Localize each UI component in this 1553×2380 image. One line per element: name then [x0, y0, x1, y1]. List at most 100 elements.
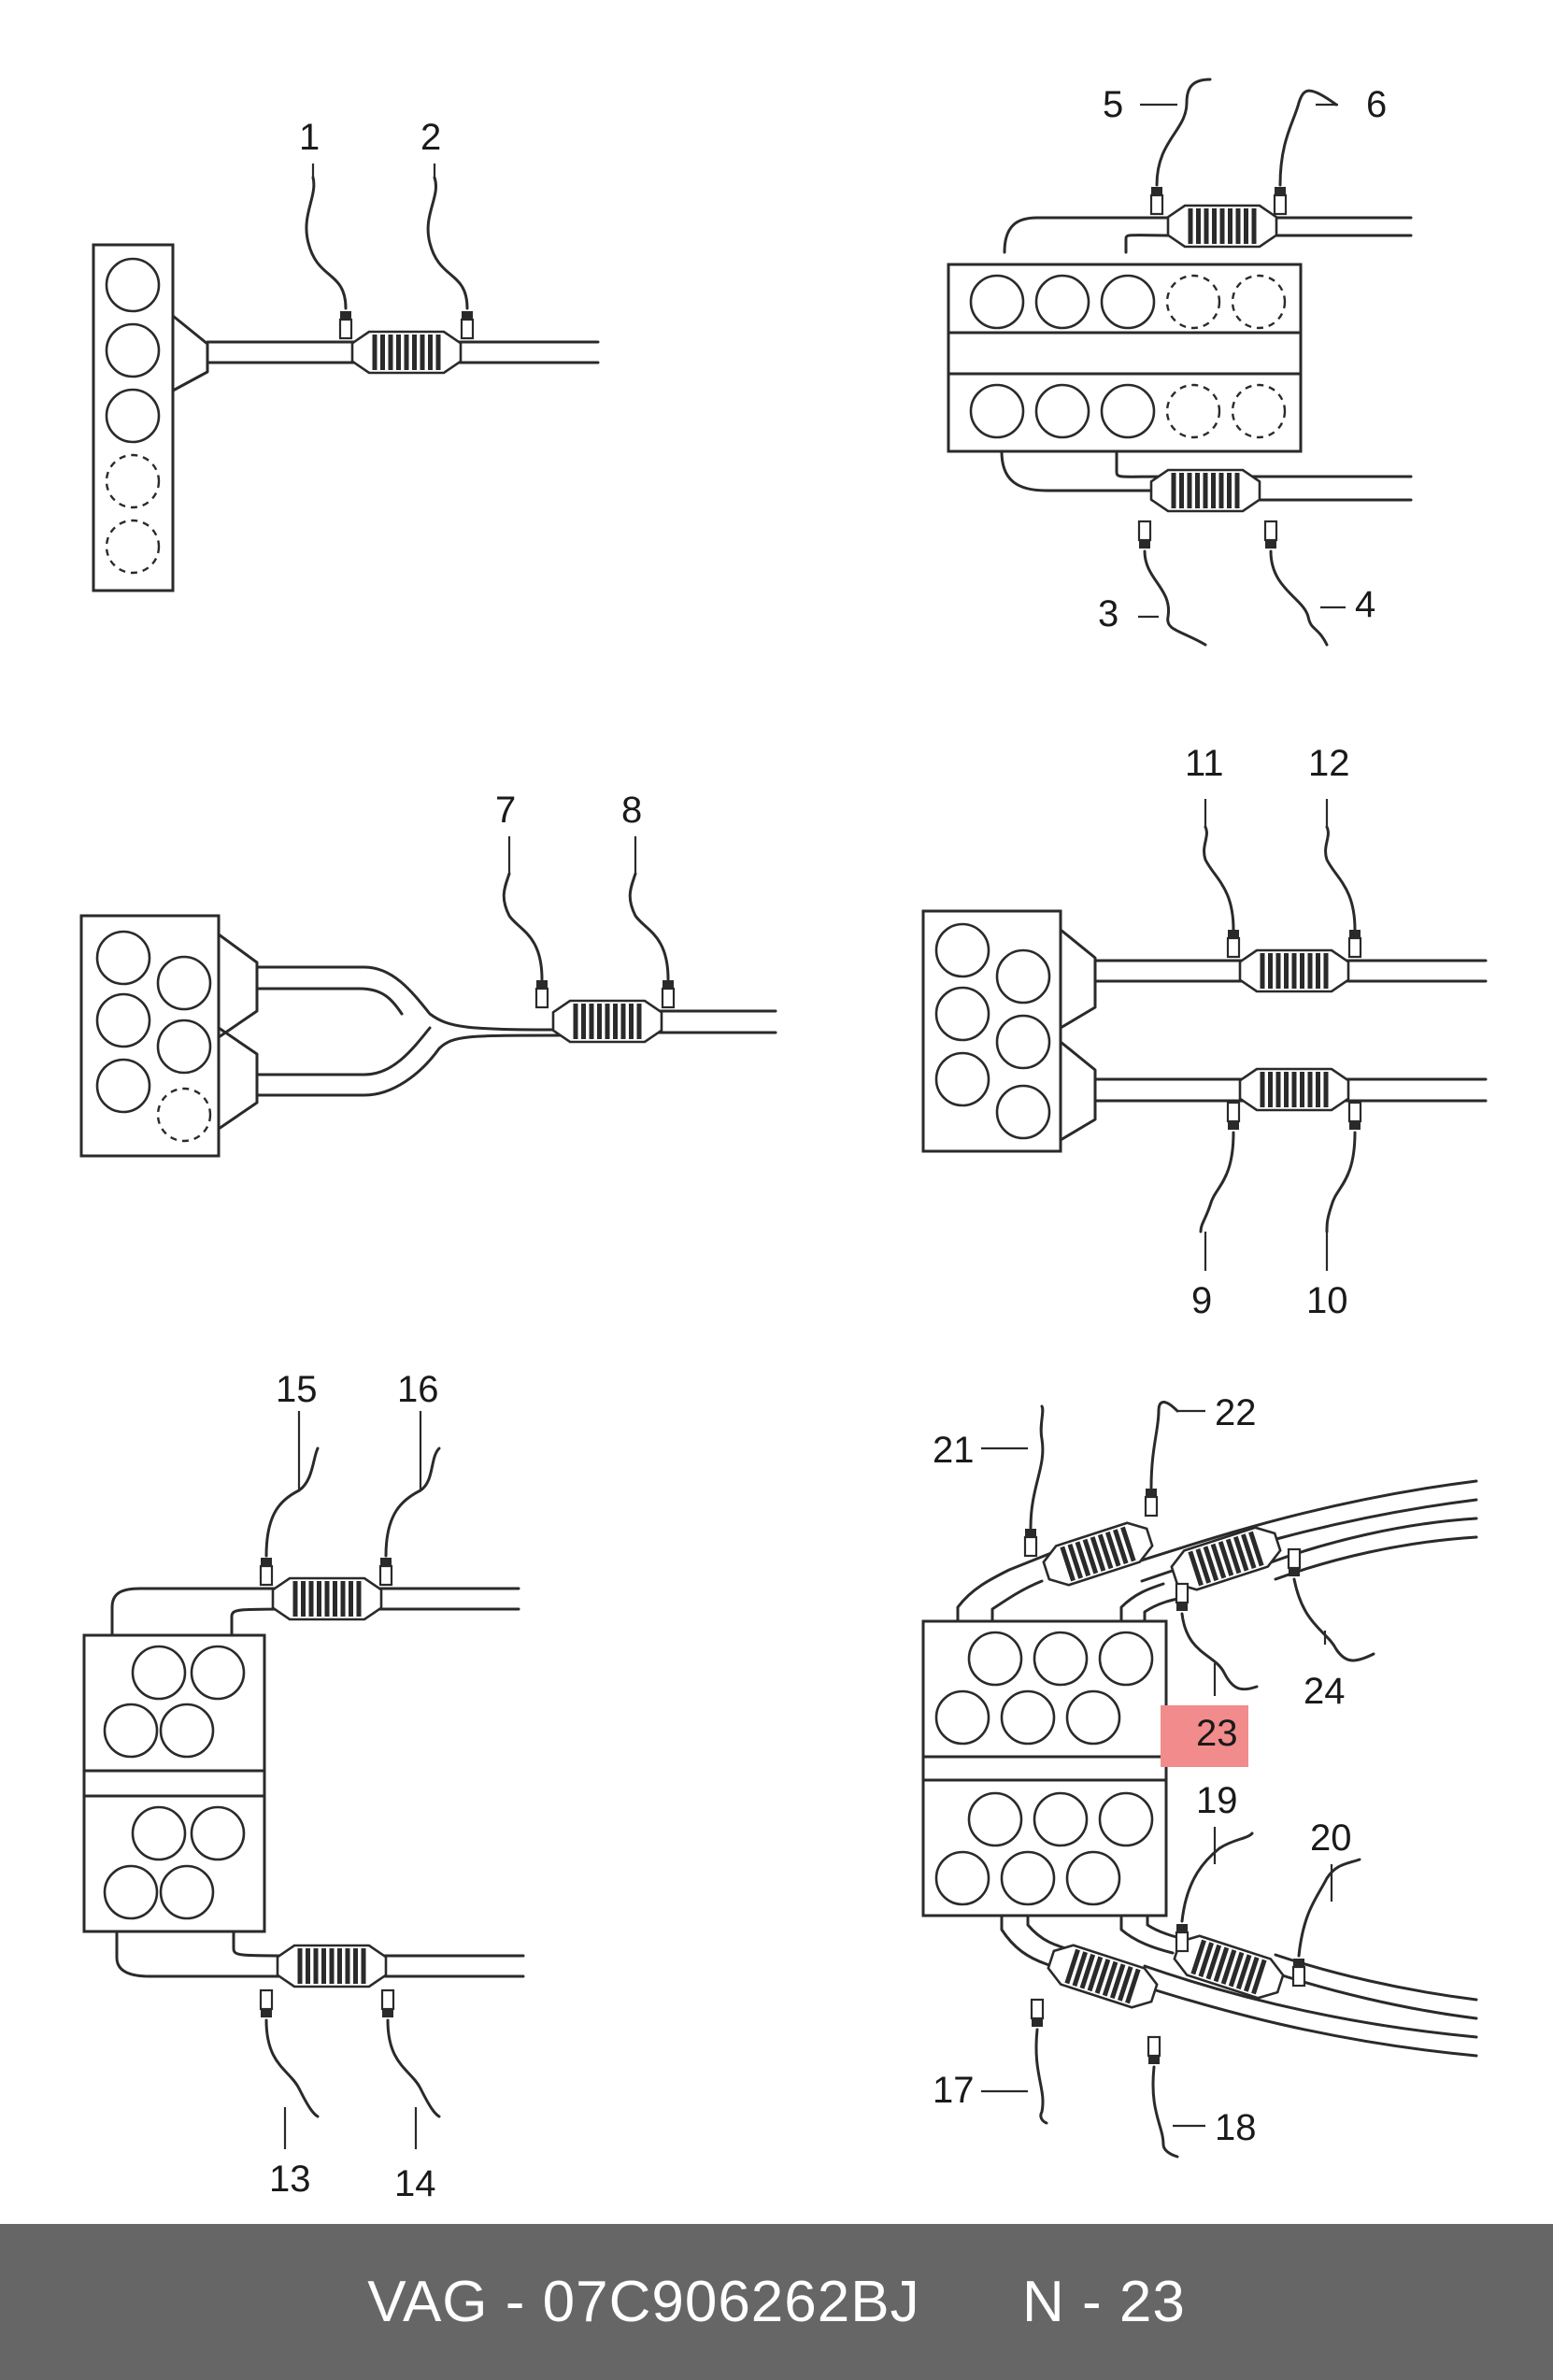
- cylinder-unused: [1165, 383, 1221, 439]
- cylinder: [1100, 274, 1156, 330]
- callout-label: 22: [1215, 1392, 1257, 1433]
- cylinder: [969, 274, 1025, 330]
- exhaust-pipe: [1093, 1077, 1488, 1103]
- cylinder: [1034, 383, 1090, 439]
- sensor-wire: [1143, 549, 1207, 647]
- sensor-wire: [1180, 1831, 1254, 1923]
- cylinder: [159, 1703, 215, 1759]
- cylinder: [131, 1805, 187, 1861]
- exhaust-pipe: [643, 1009, 777, 1034]
- callout-label: 19: [1196, 1780, 1238, 1821]
- sensor-wire: [1324, 825, 1357, 932]
- panel-5: 15 16 13 14: [82, 1369, 525, 2204]
- exhaust-pipe: [956, 1549, 1058, 1623]
- sensor-wire: [1180, 1612, 1259, 1691]
- cylinder: [934, 1850, 990, 1906]
- cylinder: [1034, 274, 1090, 330]
- reference-number: N - 23: [1021, 2270, 1186, 2334]
- part-number: VAG - 07C906262BJ: [367, 2270, 920, 2334]
- callout-label: 4: [1355, 584, 1375, 625]
- callout-label: 21: [933, 1430, 975, 1471]
- cylinder: [1000, 1689, 1056, 1746]
- callout-label: 17: [933, 2070, 975, 2111]
- sensor-wire: [502, 872, 544, 981]
- sensor-wire: [1034, 2028, 1048, 2125]
- callout-label: 12: [1308, 743, 1350, 784]
- sensor-wire: [1199, 1131, 1235, 1233]
- sensor-wire: [264, 2018, 320, 2118]
- oxygen-sensor-icon: [1347, 1101, 1362, 1132]
- exhaust-pipe: [110, 1587, 292, 1637]
- cylinder: [969, 383, 1025, 439]
- oxygen-sensor-icon: [1226, 1101, 1241, 1132]
- catalytic-converter: [1238, 1067, 1350, 1112]
- callout-label: 18: [1215, 2107, 1257, 2148]
- cylinder-unused: [1231, 274, 1287, 330]
- sensor-wire: [1029, 1404, 1045, 1530]
- cylinder-unused: [105, 453, 161, 509]
- catalytic-converter: [1149, 468, 1261, 513]
- oxygen-sensor-icon: [661, 978, 676, 1009]
- callout-label: 13: [269, 2159, 311, 2200]
- exhaust-pipe: [1260, 216, 1413, 237]
- exhaust-pipe: [255, 965, 563, 1032]
- exhaust-pipe: [1000, 449, 1165, 492]
- callout-label: 3: [1098, 593, 1118, 634]
- cylinder: [95, 930, 151, 986]
- cylinder: [1033, 1631, 1089, 1687]
- exhaust-pipe: [255, 1033, 563, 1097]
- callout-label: 5: [1103, 84, 1123, 125]
- cylinder: [95, 992, 151, 1048]
- cylinder: [995, 1014, 1051, 1070]
- sensor-wire: [628, 872, 670, 981]
- callout-label: 9: [1191, 1280, 1212, 1321]
- callout-label: 8: [621, 790, 642, 831]
- cylinder: [995, 1084, 1051, 1140]
- sensor-wire: [1278, 89, 1338, 187]
- exhaust-pipe: [367, 1954, 525, 1978]
- exhaust-pipe: [447, 340, 600, 364]
- oxygen-sensor-icon: [380, 1988, 395, 2019]
- exhaust-pipe: [1093, 959, 1488, 983]
- cylinder: [190, 1645, 246, 1701]
- exhaust-pipe: [1000, 1914, 1062, 1972]
- cylinder: [105, 388, 161, 444]
- cylinder: [967, 1791, 1023, 1847]
- cylinder: [1098, 1791, 1154, 1847]
- cylinder: [105, 257, 161, 313]
- cylinder: [156, 955, 212, 1011]
- cylinder: [934, 1051, 990, 1107]
- cylinder-unused: [1231, 383, 1287, 439]
- callout-label: 16: [397, 1369, 439, 1410]
- oxygen-sensor-icon: [259, 1556, 274, 1587]
- callout-label: 11: [1185, 743, 1224, 784]
- cylinder: [1033, 1791, 1089, 1847]
- sensor-wire: [1269, 549, 1329, 647]
- exhaust-pipe: [1119, 1582, 1165, 1623]
- exhaust-pipe: [990, 1579, 1044, 1623]
- exhaust-pipe: [1136, 1983, 1478, 2058]
- cylinder: [1065, 1689, 1121, 1746]
- exhaust-pipe: [255, 1026, 432, 1076]
- oxygen-sensor-icon: [1137, 520, 1152, 550]
- catalytic-converter: [271, 1576, 383, 1621]
- catalytic-converter: [1238, 948, 1350, 993]
- exhaust-pipe: [115, 1930, 296, 1978]
- oxygen-sensor-icon: [1144, 1487, 1159, 1518]
- exhaust-pipe: [255, 987, 404, 1016]
- cylinder: [1100, 383, 1156, 439]
- oxygen-sensor-icon: [1149, 185, 1164, 216]
- cylinder-unused: [156, 1087, 212, 1143]
- cylinder: [934, 1689, 990, 1746]
- callout-label: 14: [394, 2163, 436, 2204]
- cylinder: [156, 1019, 212, 1075]
- cylinder-unused: [1165, 274, 1221, 330]
- callout-label: 15: [276, 1369, 318, 1410]
- oxygen-sensor-icon: [338, 309, 353, 340]
- exhaust-pipe: [1119, 1914, 1175, 1955]
- cylinder: [995, 948, 1051, 1005]
- cylinder: [1065, 1850, 1121, 1906]
- oxygen-sensor-icon: [1287, 1547, 1302, 1578]
